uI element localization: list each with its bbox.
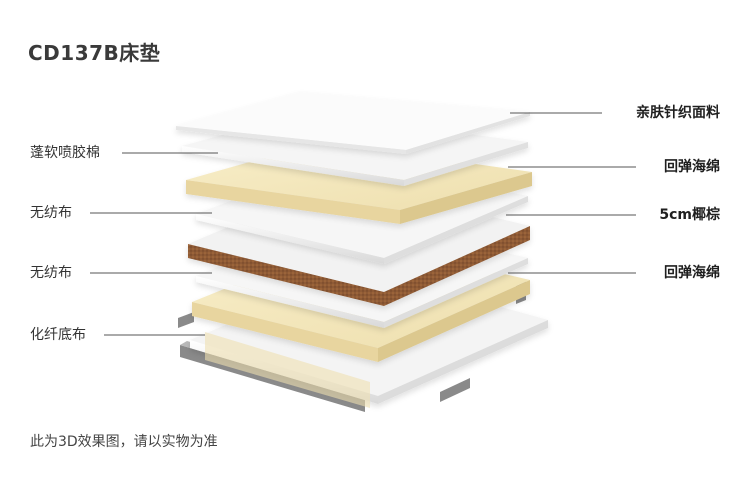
- base-yellow-edge: [205, 332, 370, 408]
- disclaimer-note: 此为3D效果图，请以实物为准: [30, 434, 218, 450]
- left-label-base-cloth: 化纤底布: [30, 327, 86, 343]
- right-label-foam-lower: 回弹海绵: [664, 265, 720, 281]
- left-label-sprayed-cotton: 蓬软喷胶棉: [30, 145, 100, 161]
- left-label-nonwoven-upper: 无纺布: [30, 205, 72, 221]
- right-label-knitted-fabric: 亲肤针织面料: [636, 105, 720, 121]
- layer-knitted-fabric: [176, 92, 530, 154]
- leader-lines: [90, 112, 636, 336]
- right-label-coconut-coir: 5cm椰棕: [659, 207, 720, 223]
- page-title: CD137B床垫: [28, 41, 161, 65]
- right-label-foam-upper: 回弹海绵: [664, 159, 720, 175]
- left-label-nonwoven-lower: 无纺布: [30, 265, 72, 281]
